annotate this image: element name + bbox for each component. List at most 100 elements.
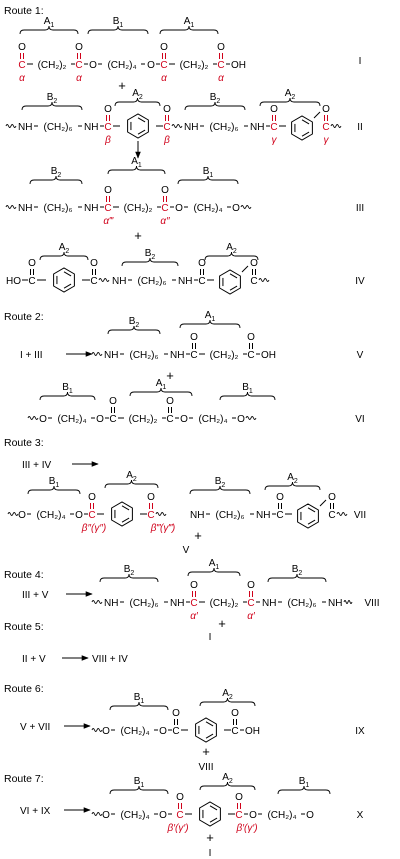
aromatic-bond <box>301 119 310 125</box>
segment-brace <box>219 391 276 401</box>
butylene-group: (CH₂)₄ <box>193 203 222 214</box>
segment-brace <box>27 485 81 495</box>
segment-label: B2 <box>129 316 140 329</box>
carbonyl-oxygen: O <box>18 42 26 53</box>
ester-oxygen: O <box>237 414 245 425</box>
carbonyl-carbon: C <box>190 598 197 609</box>
plus-sign: + <box>134 228 142 243</box>
segment-brace <box>109 785 169 795</box>
carbonyl-carbon: C <box>176 810 183 821</box>
segment-label: B2 <box>210 92 221 105</box>
carbon-label: α <box>218 73 224 84</box>
amide-nh: NH <box>250 122 264 133</box>
route-title: Route 7: <box>4 773 44 785</box>
carbon-label: β <box>163 135 170 146</box>
segment-brace <box>87 25 149 35</box>
aromatic-bond <box>209 805 218 811</box>
ester-oxygen: O <box>75 510 83 521</box>
ester-oxygen: O <box>159 726 167 737</box>
carbonyl-carbon: C <box>161 203 168 214</box>
carbonyl-carbon: C <box>166 414 173 425</box>
hydroxyl-group: HO <box>6 276 21 287</box>
segment-label: A2 <box>126 470 137 483</box>
chain-end-wavy <box>5 124 17 128</box>
carbon-label: β″(γ″) <box>81 523 106 534</box>
segment-label: B2 <box>47 92 58 105</box>
segment-brace <box>107 325 161 335</box>
carbonyl-carbon: C <box>18 60 25 71</box>
byproduct-numeral: VIII <box>198 762 213 773</box>
reaction-equation: VI + IX <box>20 806 51 817</box>
hexamethylene-group: (CH₂)₆ <box>287 598 316 609</box>
carbonyl-oxygen: O <box>28 258 36 269</box>
carbon-label: α <box>76 73 82 84</box>
carbon-label: α′ <box>247 611 256 622</box>
ester-oxygen: O <box>249 810 257 821</box>
aromatic-bond <box>63 283 72 289</box>
carbonyl-oxygen: O <box>190 332 198 343</box>
carbonyl-oxygen: O <box>276 492 284 503</box>
succinate-group: (CH₂)₂ <box>180 60 209 71</box>
aromatic-bond <box>229 285 238 291</box>
segment-brace <box>199 697 256 707</box>
carbonyl-carbon: C <box>328 510 335 521</box>
carbonyl-oxygen: O <box>104 104 112 115</box>
segment-label: B2 <box>51 166 62 179</box>
carbon-label: α‴ <box>103 216 114 227</box>
byproduct-numeral: I <box>209 632 212 643</box>
segment-brace <box>39 251 89 261</box>
carbon-label: α <box>161 73 167 84</box>
reaction-equation: III + IV <box>22 460 52 471</box>
compound-numeral: VII <box>354 510 366 521</box>
benzene-ring <box>297 503 319 529</box>
hexamethylene-group: (CH₂)₆ <box>209 122 238 133</box>
benzene-ring <box>53 267 75 293</box>
ester-oxygen: O <box>232 203 240 214</box>
carbonyl-carbon: C <box>104 122 111 133</box>
benzene-ring <box>219 269 241 295</box>
carbonyl-carbon: C <box>75 60 82 71</box>
segment-brace <box>184 101 246 111</box>
reaction-equation: III + V <box>22 590 49 601</box>
segment-brace <box>204 251 259 261</box>
carbonyl-carbon: C <box>217 60 224 71</box>
hexamethylene-group: (CH₂)₆ <box>43 203 72 214</box>
chain-end-wavy <box>91 812 103 816</box>
benzene-ring <box>111 501 133 527</box>
amide-nh: NH <box>184 122 198 133</box>
plus-sign: + <box>206 830 214 845</box>
chain-end-wavy <box>258 278 270 282</box>
carbonyl-carbon: C <box>190 350 197 361</box>
segment-brace <box>39 391 96 401</box>
carbonyl-carbon: C <box>276 510 283 521</box>
compound-numeral: V <box>357 350 364 361</box>
carbonyl-oxygen: O <box>163 104 171 115</box>
segment-brace <box>129 387 193 397</box>
segment-brace <box>21 101 83 111</box>
segment-label: B2 <box>215 476 226 489</box>
carbonyl-carbon: C <box>104 203 111 214</box>
carbonyl-carbon: C <box>247 350 254 361</box>
segment-brace <box>159 25 219 35</box>
carbonyl-carbon: C <box>88 510 95 521</box>
aromatic-bond <box>137 117 146 123</box>
segment-label: A1 <box>184 16 195 29</box>
segment-brace <box>199 781 256 791</box>
segment-label: B1 <box>134 692 145 705</box>
butylene-group: (CH₂)₄ <box>120 726 149 737</box>
chain-end-wavy <box>5 205 17 209</box>
segment-label: B1 <box>134 776 145 789</box>
segment-label: A2 <box>132 88 143 101</box>
carbonyl-carbon: C <box>163 122 170 133</box>
segment-brace <box>259 97 321 107</box>
route-title: Route 2: <box>4 311 44 323</box>
segment-label: A2 <box>287 472 298 485</box>
carbonyl-oxygen: O <box>160 42 168 53</box>
carbonyl-oxygen: O <box>231 708 239 719</box>
carbonyl-oxygen: O <box>172 708 180 719</box>
ester-oxygen: O <box>102 810 110 821</box>
segment-label: B1 <box>242 382 253 395</box>
segment-brace <box>187 567 241 577</box>
carbonyl-carbon: C <box>172 726 179 737</box>
hydroxyl-group: OH <box>245 726 260 737</box>
